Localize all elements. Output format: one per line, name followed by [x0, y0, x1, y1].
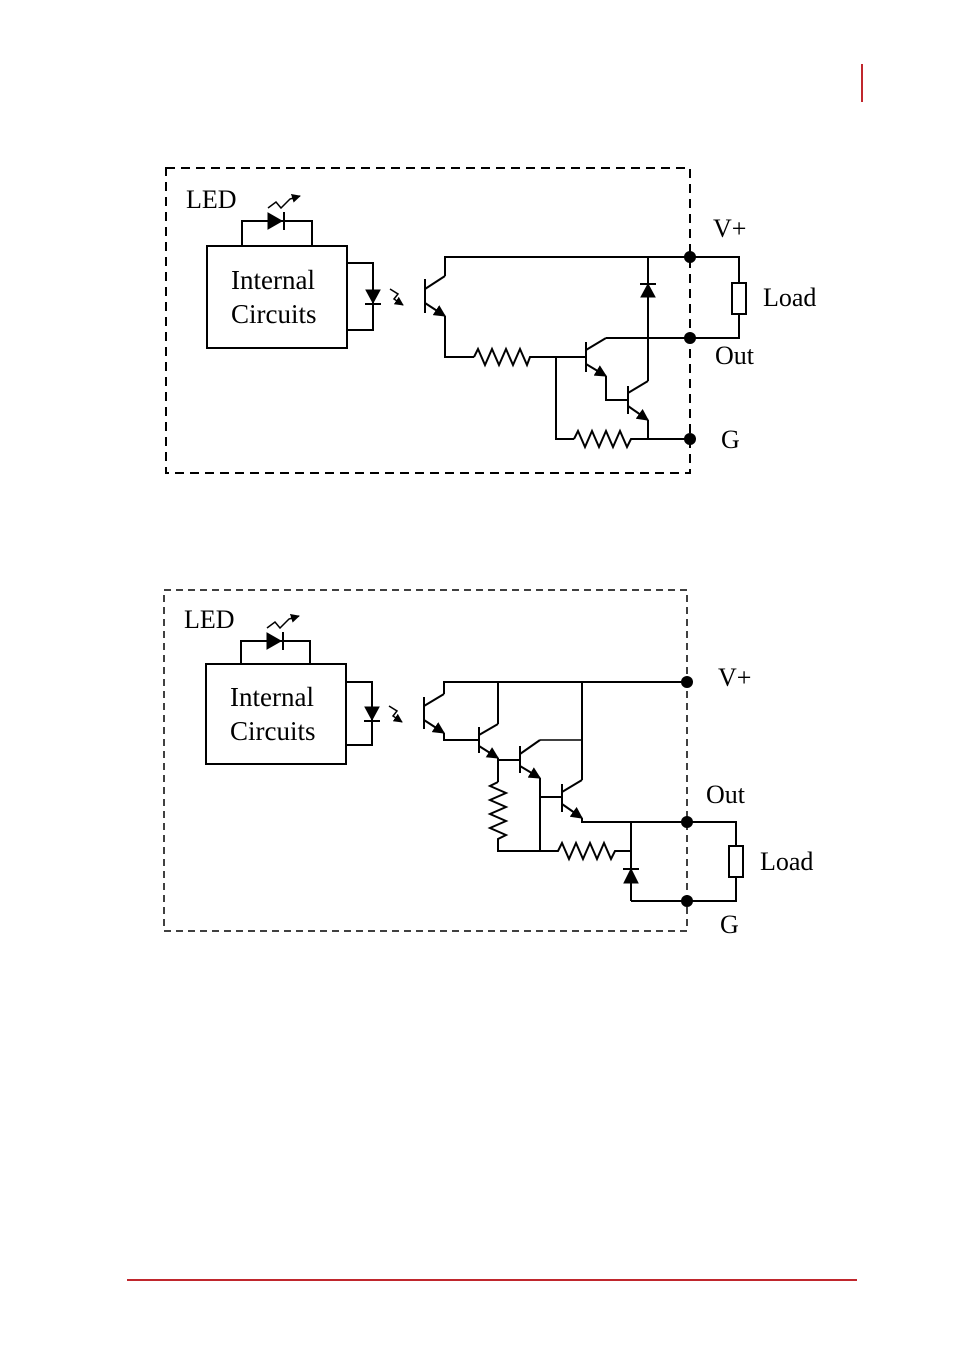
- load-label: Load: [763, 283, 816, 312]
- diagram-source: LED Internal Circuits: [164, 590, 813, 939]
- g-label: G: [720, 910, 739, 939]
- resistor-icon: [540, 843, 631, 859]
- led-icon: [241, 616, 310, 664]
- diode-icon: [623, 822, 687, 901]
- vplus-label: V+: [713, 214, 746, 243]
- internal-circuits-line2: Circuits: [230, 716, 316, 746]
- load-resistor: [732, 283, 746, 314]
- load-label: Load: [760, 847, 813, 876]
- phototransistor-icon: [424, 682, 687, 740]
- out-label: Out: [715, 341, 755, 370]
- phototransistor-icon: [425, 257, 690, 357]
- internal-circuits-box: [207, 246, 347, 348]
- transistor-icon: [520, 740, 582, 797]
- vplus-terminal: [681, 676, 693, 688]
- internal-circuits-box: [206, 664, 346, 764]
- g-terminal: [684, 433, 696, 445]
- diode-icon: [640, 257, 656, 338]
- internal-circuits-line2: Circuits: [231, 299, 317, 329]
- resistor-icon: [574, 431, 690, 447]
- led-label: LED: [186, 185, 237, 214]
- internal-circuits-line1: Internal: [230, 682, 314, 712]
- resistor-icon: [474, 349, 585, 365]
- g-label: G: [721, 425, 740, 454]
- darlington-icon: [586, 338, 690, 439]
- transistor-icon: [479, 682, 519, 760]
- opto-led-icon: [346, 682, 402, 745]
- led-label: LED: [184, 605, 235, 634]
- load-resistor: [729, 846, 743, 877]
- opto-led-icon: [347, 263, 403, 330]
- led-icon: [242, 196, 312, 246]
- transistor-icon: [562, 682, 687, 822]
- diagram-sink: LED Internal Circuits: [166, 168, 816, 473]
- out-label: Out: [706, 780, 746, 809]
- resistor-icon: [490, 782, 540, 851]
- internal-circuits-line1: Internal: [231, 265, 315, 295]
- vplus-label: V+: [718, 663, 751, 692]
